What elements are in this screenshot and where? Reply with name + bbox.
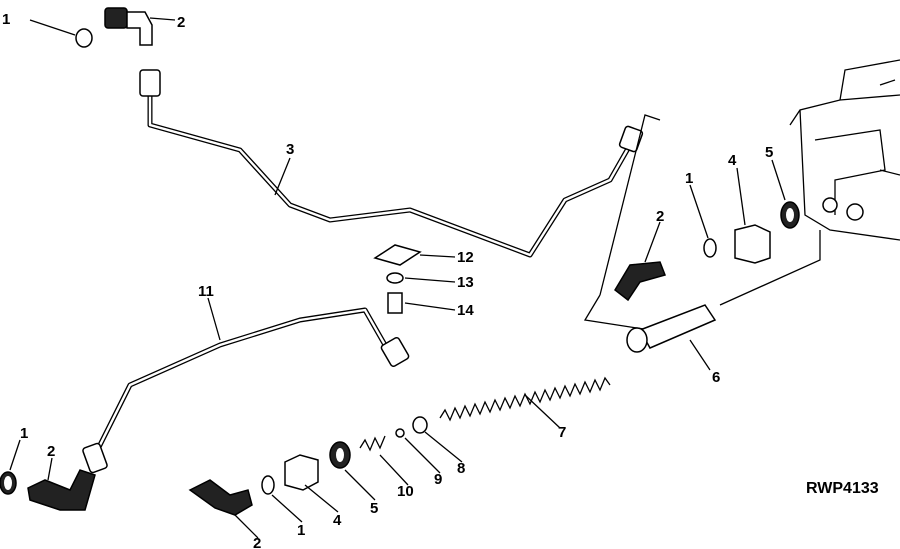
- engine-block: [789, 59, 900, 241]
- right-fitting-group: [583, 114, 800, 331]
- callout-14: 14: [457, 302, 474, 319]
- callout-11: 11: [198, 283, 214, 300]
- callout-10: 10: [397, 483, 414, 500]
- washer-13: [386, 272, 404, 284]
- callout-2: 2: [47, 443, 55, 460]
- callout-1: 1: [297, 522, 305, 539]
- callout-3: 3: [286, 141, 294, 158]
- callout-5: 5: [370, 500, 378, 517]
- elbow-fitting-2-bottom: [188, 479, 253, 516]
- callout-4: 4: [728, 152, 737, 169]
- clip-12: [373, 244, 422, 266]
- tube-11: [82, 307, 410, 474]
- elbow-fitting-2-top: [104, 7, 153, 46]
- o-ring-1-top: [75, 28, 93, 48]
- callout-2: 2: [253, 535, 261, 549]
- callout-7: 7: [558, 424, 566, 441]
- callout-4: 4: [333, 512, 342, 529]
- callout-13: 13: [457, 274, 474, 291]
- callout-9: 9: [434, 471, 442, 488]
- callout-5: 5: [765, 144, 773, 161]
- callout-1: 1: [2, 11, 10, 28]
- callout-12: 12: [457, 249, 474, 266]
- tube-3: [139, 69, 644, 258]
- callout-1: 1: [20, 425, 28, 442]
- ball-9: [395, 428, 405, 438]
- o-ring-1-bottom: [261, 475, 275, 495]
- drawing-code: RWP4133: [806, 480, 879, 497]
- plunger-6: [626, 230, 821, 353]
- callout-2: 2: [177, 14, 185, 31]
- elbow-fitting-2-left: [27, 469, 96, 511]
- seat-8: [412, 416, 428, 434]
- callout-6: 6: [712, 369, 720, 386]
- bolt-14: [387, 292, 403, 314]
- spring-7: [439, 376, 611, 422]
- callout-1: 1: [685, 170, 693, 187]
- spring-10: [359, 435, 386, 452]
- callout-2: 2: [656, 208, 664, 225]
- callout-8: 8: [457, 460, 465, 477]
- plug-4-bottom: [284, 454, 319, 491]
- leader-lines: [9, 17, 786, 539]
